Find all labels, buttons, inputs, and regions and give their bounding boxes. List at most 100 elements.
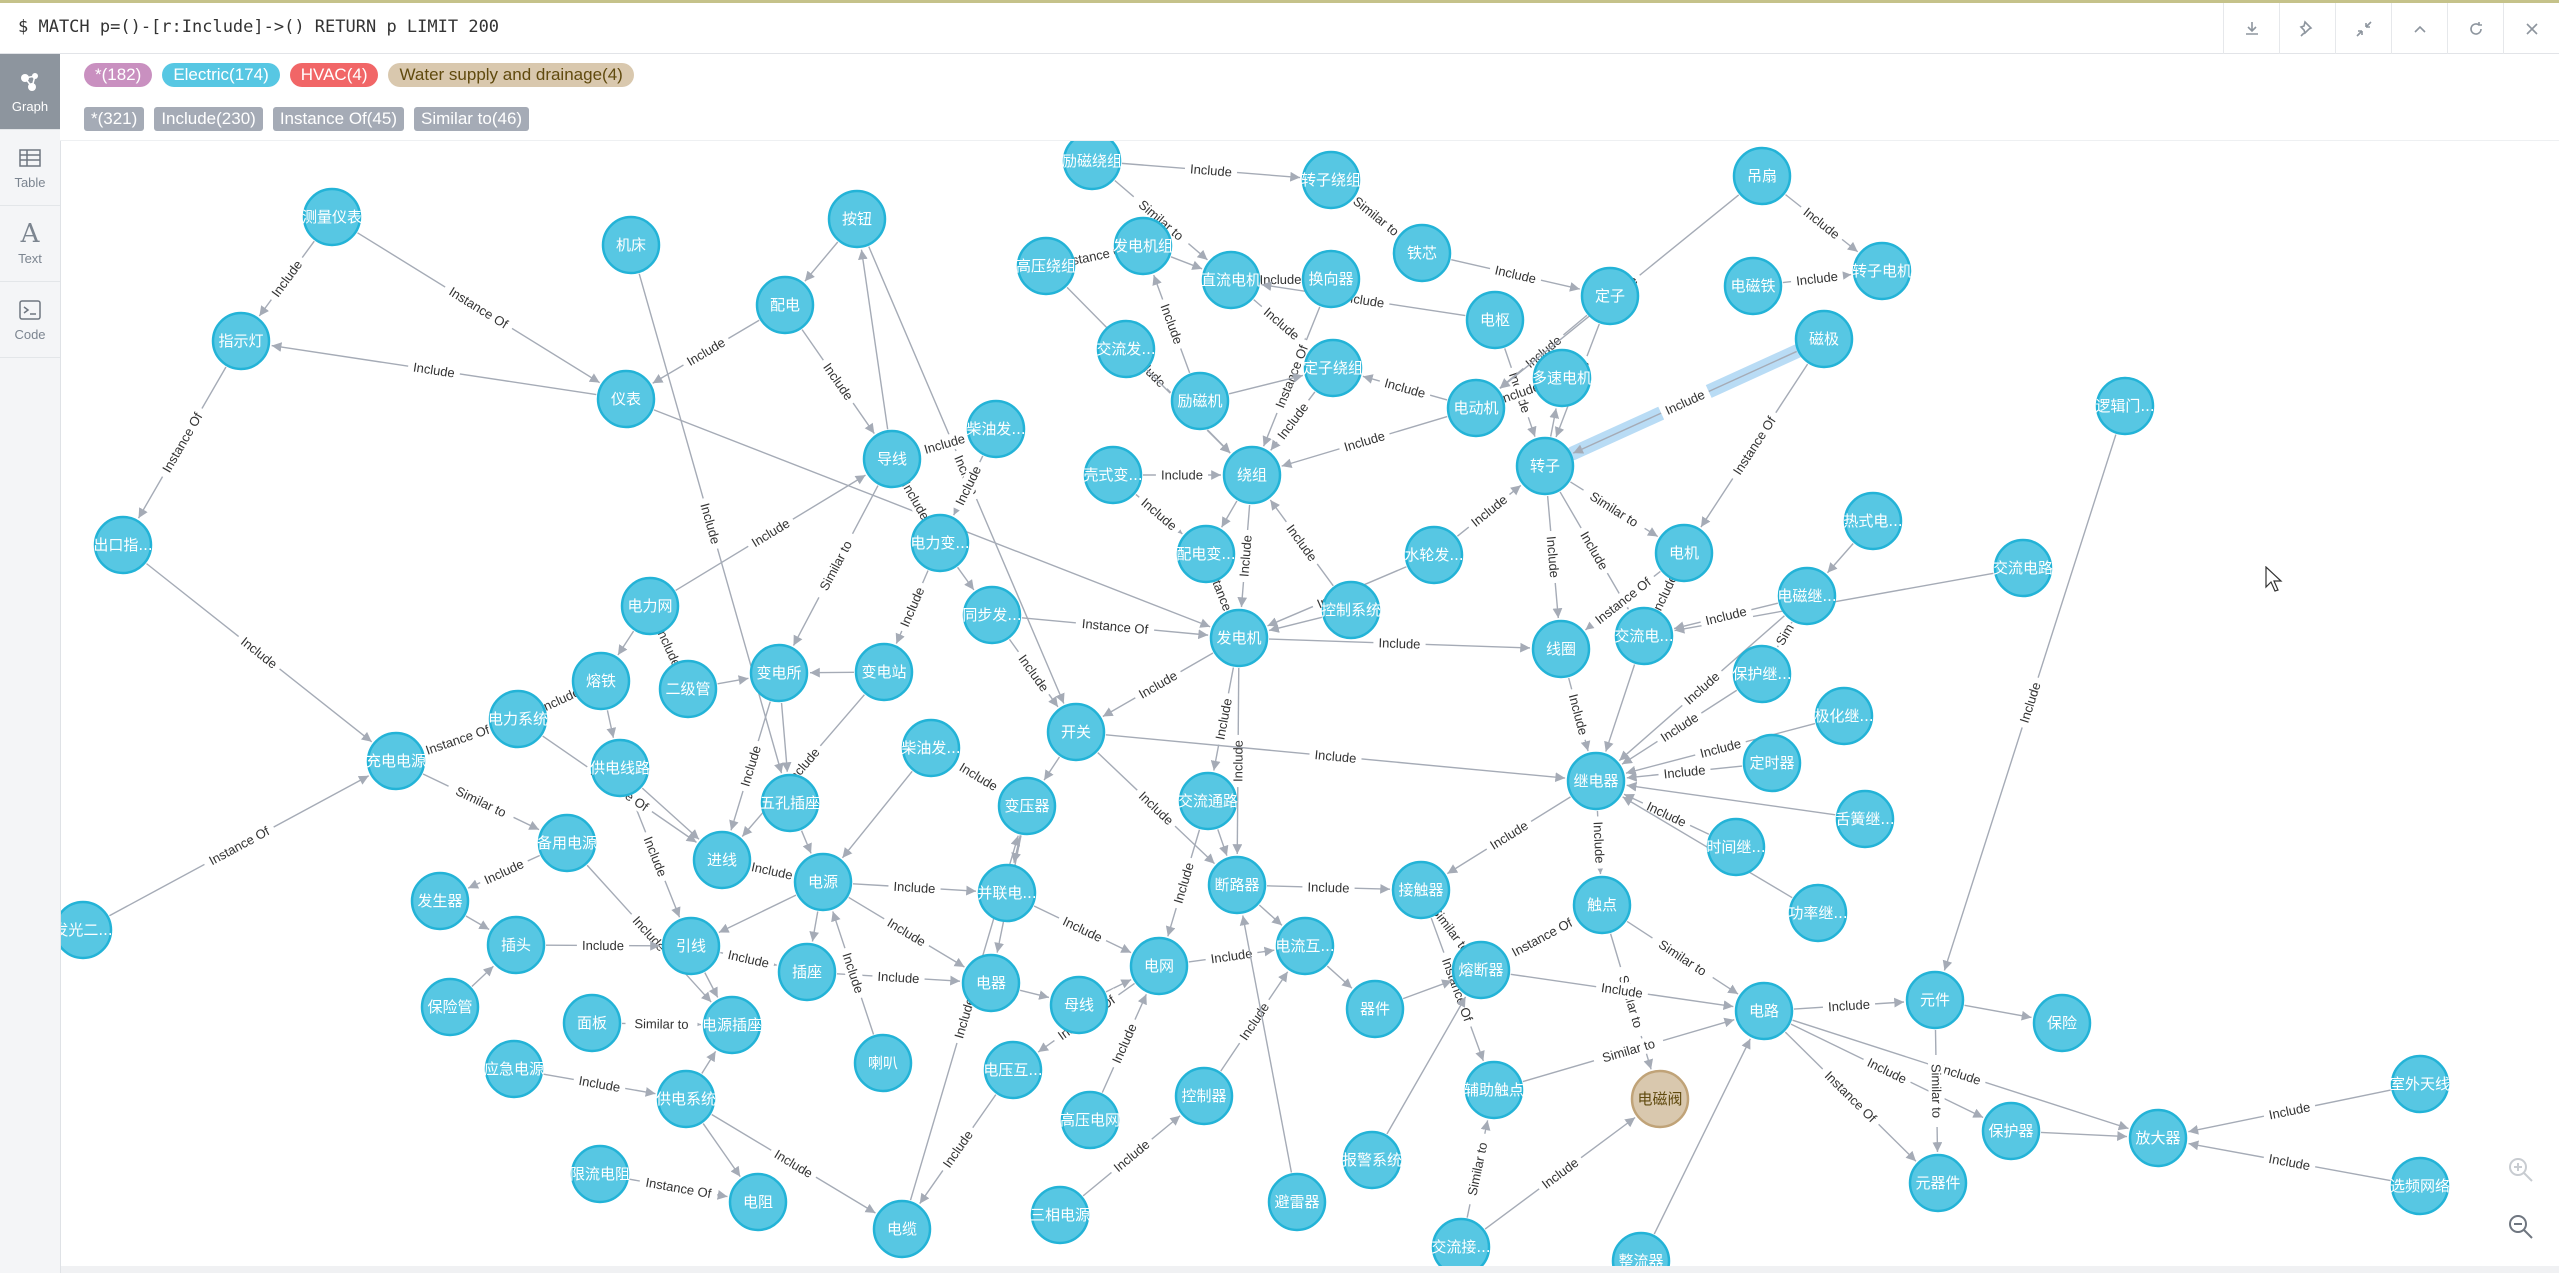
relationship-edge[interactable] [841,770,913,859]
relationship-edge[interactable]: Include [1484,1116,1636,1230]
electric-node-circle[interactable] [872,1199,932,1259]
relationship-edge[interactable]: Include [1261,281,1466,317]
relationship-edge[interactable]: Similar to [1927,1029,1946,1153]
relationship-edge[interactable]: Include [1269,499,1334,587]
relationship-edge[interactable] [1217,829,1229,856]
graph-node[interactable]: 电机 [1654,523,1714,583]
graph-node[interactable]: 电器 [961,953,1021,1013]
relationship-edge[interactable]: Include [894,570,930,644]
graph-node[interactable]: 定时器 [1742,733,1802,793]
electric-node-circle[interactable] [1431,1217,1491,1266]
electric-node-circle[interactable] [1732,146,1792,206]
graph-node[interactable]: 报警系统 [1342,1130,1402,1190]
relationship-edge[interactable] [1019,989,1050,1000]
relationship-edge[interactable] [858,249,889,430]
graph-node[interactable]: 机床 [601,215,661,275]
relationship-edge[interactable] [1105,978,1132,993]
graph-node[interactable]: 限流电阻 [570,1144,630,1204]
electric-node-circle[interactable] [1614,606,1674,666]
relationship-line[interactable] [704,972,719,998]
relationship-edge[interactable]: Include [1446,796,1571,875]
electric-node-circle[interactable] [862,429,922,489]
electric-node-circle[interactable] [1207,855,1267,915]
relationship-edge[interactable]: Similar to [621,1015,702,1033]
refresh-button[interactable] [2447,3,2503,54]
graph-node[interactable]: 电力系统 [488,689,548,749]
relationship-edge[interactable] [471,965,494,987]
relationship-line[interactable] [1604,664,1636,752]
relationship-edge[interactable]: Include [831,911,875,1035]
electric-node-circle[interactable] [1209,608,1269,668]
electric-node-circle[interactable] [2390,1156,2450,1216]
graph-node[interactable]: 并联电... [977,863,1037,923]
relationship-edge[interactable]: Include [1563,677,1593,752]
relationship-edge[interactable] [1604,664,1636,752]
relationship-edge[interactable]: Include [1362,373,1448,403]
relationship-edge[interactable]: Include [1188,944,1275,968]
electric-node-circle[interactable] [1852,241,1912,301]
electric-node-circle[interactable] [755,275,815,335]
graph-node[interactable]: 功率继... [1788,883,1848,943]
electric-node-circle[interactable] [1030,1185,1090,1245]
electric-node-circle[interactable] [977,863,1037,923]
relationship-edge[interactable]: Include [1623,793,1710,835]
relationship-line[interactable] [956,566,975,591]
graph-node[interactable]: 水轮发... [1404,525,1464,585]
relationship-edge[interactable]: Instance Of [109,775,370,917]
relationship-edge[interactable]: Include [1210,667,1237,771]
electric-node-circle[interactable] [760,773,820,833]
relationship-edge[interactable]: Similar to [1462,1120,1493,1218]
relationship-edge[interactable] [1170,256,1203,270]
graph-node[interactable]: 备用电源 [537,813,597,873]
relationship-edge[interactable] [1826,543,1854,574]
graph-node[interactable]: 线圈 [1531,619,1591,679]
relationship-edge[interactable]: Include [1143,467,1221,483]
graph-node[interactable]: 放大器 [2128,1108,2188,1168]
electric-node-circle[interactable] [656,1069,716,1129]
graph-node[interactable]: 舌簧继... [1835,789,1895,849]
relationship-edge[interactable]: Include [545,937,661,954]
graph-node[interactable]: 转子电机 [1852,241,1912,301]
graph-node[interactable]: 电力变... [910,513,970,573]
electric-node-circle[interactable] [1532,348,1592,408]
relationship-edge[interactable]: Include [1165,829,1201,937]
electric-node-circle[interactable] [1083,445,1143,505]
relationship-line[interactable] [1402,979,1453,1000]
electric-node-circle[interactable] [1178,771,1238,831]
relationship-line[interactable] [1220,500,1238,528]
electric-node-circle[interactable] [1060,1090,1120,1150]
graph-node[interactable]: 电力网 [620,576,680,636]
graph-node[interactable]: 熔断器 [1451,940,1511,1000]
electric-node-circle[interactable] [1129,936,1189,996]
close-button[interactable] [2503,3,2559,54]
graph-node[interactable]: 柴油发... [966,399,1026,459]
graph-node[interactable]: 励磁绕组 [1062,141,1122,191]
relationship-edge[interactable]: Instance Of [1784,1031,1917,1162]
electric-node-circle[interactable] [1391,860,1451,920]
electric-node-circle[interactable] [1788,883,1848,943]
electric-node-circle[interactable] [661,916,721,976]
graph-node[interactable]: 控制系统 [1321,580,1381,640]
electric-node-circle[interactable] [1201,250,1261,310]
relationship-edge[interactable] [717,675,749,685]
relationship-edge[interactable] [956,566,975,591]
graph-node[interactable]: 电枢 [1465,290,1525,350]
graph-node[interactable]: 直流电机 [1201,250,1261,310]
nav-graph[interactable]: Graph [0,54,60,130]
electric-node-circle[interactable] [486,915,546,975]
relationship-line[interactable] [1964,1004,2032,1021]
graph-node[interactable]: 变压器 [997,776,1057,836]
relationship-edge[interactable] [1964,1004,2032,1021]
graph-node[interactable]: 电压互... [983,1040,1043,1100]
electric-node-circle[interactable] [1222,445,1282,505]
graph-node[interactable]: 电磁继... [1777,566,1837,626]
graph-node[interactable]: 接触器 [1391,860,1451,920]
electric-node-circle[interactable] [1706,817,1766,877]
graph-node[interactable]: 五孔插座 [760,773,820,833]
graph-node[interactable]: 转子 [1515,436,1575,496]
relationship-line[interactable] [1228,373,1304,395]
electric-node-circle[interactable] [1981,1101,2041,1161]
relationship-edge[interactable] [809,911,819,942]
collapse-button[interactable] [2335,3,2391,54]
pin-button[interactable] [2279,3,2335,54]
